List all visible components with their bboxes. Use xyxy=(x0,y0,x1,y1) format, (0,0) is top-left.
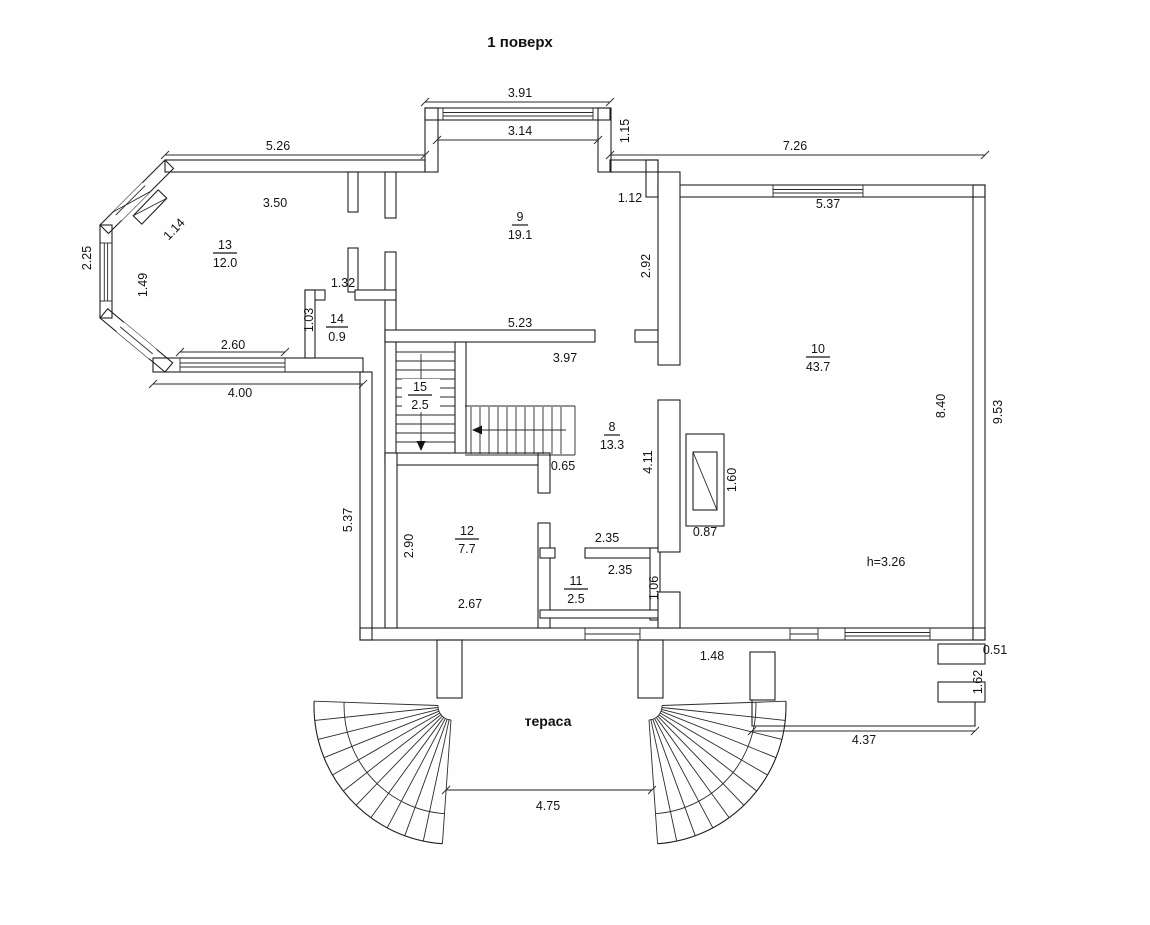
room-13-label: 13 12.0 xyxy=(213,238,237,270)
dim-hall-width: 2.35 xyxy=(595,531,619,545)
room-12-area: 7.7 xyxy=(458,542,475,556)
dim-room8-right-height: 4.11 xyxy=(641,450,655,473)
dim-room11-top-width: 2.35 xyxy=(608,563,632,577)
fireplace xyxy=(685,433,725,527)
staircase-hall-flight xyxy=(465,405,576,456)
dim-room11-right-height: 1.06 xyxy=(647,576,661,600)
dim-fireplace-width: 0.87 xyxy=(693,525,717,539)
dim-bay-depth: 1.15 xyxy=(618,119,632,143)
dim-room12-bottom-width: 2.67 xyxy=(458,597,482,611)
dim-room9-jog: 1.12 xyxy=(618,191,642,205)
dim-room9-right-height: 2.92 xyxy=(639,254,653,278)
room-8-number: 8 xyxy=(609,420,616,434)
room-11-label: 11 2.5 xyxy=(564,574,588,606)
dim-room13-window: 1.14 xyxy=(161,216,188,243)
dim-bay-left-diagonal: 2.25 xyxy=(80,246,94,270)
room-8-area: 13.3 xyxy=(600,438,624,452)
dim-fireplace-height: 1.60 xyxy=(725,468,739,492)
dim-room10-top-width: 5.37 xyxy=(816,197,840,211)
dim-top-left-wall: 5.26 xyxy=(266,139,290,153)
labels: 1 поверх 3.91 3.14 1.15 5.26 7.26 5.37 1… xyxy=(80,34,1007,813)
room-11-area: 2.5 xyxy=(567,592,584,606)
room-9-area: 19.1 xyxy=(508,228,532,242)
room-14-label: 14 0.9 xyxy=(326,312,348,344)
room-15-area: 2.5 xyxy=(411,398,428,412)
dim-right-outer-height: 9.53 xyxy=(991,400,1005,424)
stair-down-arrow xyxy=(416,441,426,451)
terrace-label: тераса xyxy=(525,713,572,729)
windows xyxy=(100,108,931,640)
terrace xyxy=(313,700,787,845)
dimension-lines xyxy=(148,97,990,795)
exterior-walls xyxy=(99,107,986,699)
dim-ceiling-height: h=3.26 xyxy=(867,555,906,569)
dim-room13-left-height: 1.49 xyxy=(136,273,150,297)
room-15-number: 15 xyxy=(413,380,427,394)
dim-room13-window-width: 2.60 xyxy=(221,338,245,352)
room-10-number: 10 xyxy=(811,342,825,356)
dim-bay-outer-width: 3.91 xyxy=(508,86,532,100)
dim-step-height: 1.62 xyxy=(971,670,985,694)
dim-left-mid-height: 5.37 xyxy=(341,508,355,532)
room-13-area: 12.0 xyxy=(213,256,237,270)
dim-stair-landing: 0.65 xyxy=(551,459,575,473)
dim-top-right-wall: 7.26 xyxy=(783,139,807,153)
dim-step-depth: 0.51 xyxy=(983,643,1007,657)
room-9-number: 9 xyxy=(517,210,524,224)
stair-left-arrow xyxy=(472,425,482,435)
room-11-number: 11 xyxy=(570,574,583,588)
room-12-label: 12 7.7 xyxy=(455,524,479,556)
dim-terrace-width: 4.75 xyxy=(536,799,560,813)
dim-porch-width: 4.37 xyxy=(852,733,876,747)
terrace-steps-left-fan xyxy=(313,700,452,845)
room-10-label: 10 43.7 xyxy=(806,342,830,374)
room-10-area: 43.7 xyxy=(806,360,830,374)
dim-room13-top-width: 3.50 xyxy=(263,196,287,210)
porch xyxy=(749,643,986,727)
dim-room8-top-width: 3.97 xyxy=(553,351,577,365)
dim-room14-width: 1.32 xyxy=(331,276,355,290)
dim-room14-left-height: 1.03 xyxy=(302,308,316,332)
dim-room9-bottom-width: 5.23 xyxy=(508,316,532,330)
dim-room10-right-height: 8.40 xyxy=(934,394,948,418)
room-14-area: 0.9 xyxy=(328,330,345,344)
room-14-number: 14 xyxy=(330,312,344,326)
room-13-number: 13 xyxy=(218,238,232,252)
room-8-label: 8 13.3 xyxy=(600,420,624,452)
dim-porch-left-gap: 1.48 xyxy=(700,649,724,663)
room-15-label: 15 2.5 xyxy=(402,379,440,412)
room-9-label: 9 19.1 xyxy=(508,210,532,242)
dim-bay-inner-width: 3.14 xyxy=(508,124,532,138)
dim-room13-bottom-outer: 4.00 xyxy=(228,386,252,400)
room-12-number: 12 xyxy=(460,524,474,538)
interior-walls xyxy=(304,171,681,629)
terrace-steps-right-fan xyxy=(648,700,787,845)
dim-room12-left-height: 2.90 xyxy=(402,534,416,558)
drawing-title: 1 поверх xyxy=(487,34,553,51)
